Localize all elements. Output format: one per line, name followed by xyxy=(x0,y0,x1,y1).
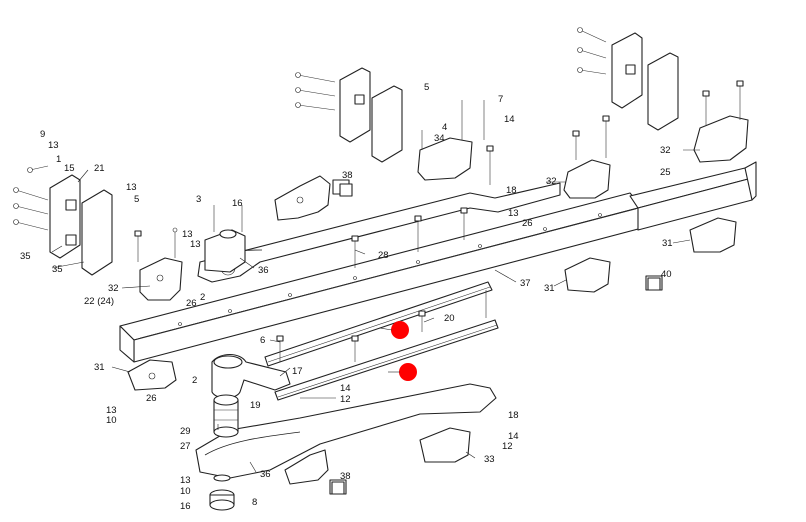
callout-label: 8 xyxy=(252,497,257,508)
callout-label: 31 xyxy=(94,362,105,373)
callout-label: 33 xyxy=(484,454,495,465)
callout-label: 7 xyxy=(498,94,503,105)
callout-label: 13 xyxy=(190,239,201,250)
right-top-bracket-group xyxy=(577,27,749,163)
red-markers xyxy=(391,321,417,381)
callout-label: 16 xyxy=(180,501,191,512)
left-plate-group xyxy=(13,165,113,276)
beam-holes xyxy=(178,213,602,326)
callout-label: 10 xyxy=(180,486,191,497)
callout-label: 12 xyxy=(502,441,513,452)
callout-label: 15 xyxy=(64,163,75,174)
part-number-boxes xyxy=(331,183,661,495)
lower-plates xyxy=(284,427,471,495)
red-marker-upper xyxy=(391,321,409,339)
callout-label: 38 xyxy=(340,471,351,482)
callout-label: 26 xyxy=(522,218,533,229)
callout-label: 32 xyxy=(546,176,557,187)
callout-label: 13 xyxy=(180,475,191,486)
callout-label: 1 xyxy=(56,154,61,165)
lower-left-bracket xyxy=(127,359,177,391)
callout-label: 18 xyxy=(508,410,519,421)
callout-label: 38 xyxy=(342,170,353,181)
callout-label: 36 xyxy=(260,469,271,480)
callout-label: 2 xyxy=(192,375,197,386)
callout-label: 29 xyxy=(180,426,191,437)
callout-label: 3 xyxy=(196,194,201,205)
plate-38-upper xyxy=(274,175,350,221)
equalizer-and-axle xyxy=(211,353,291,438)
callout-label: 37 xyxy=(520,278,531,289)
right-short-beam xyxy=(629,161,757,231)
callout-label: 26 xyxy=(146,393,157,404)
callout-label: 18 xyxy=(506,185,517,196)
callout-label: 32 xyxy=(108,283,119,294)
leader-lines xyxy=(51,149,700,473)
main-beam xyxy=(119,192,643,363)
callout-label: 17 xyxy=(292,366,303,377)
callout-label: 20 xyxy=(444,313,455,324)
callout-label: 9 xyxy=(40,129,45,140)
callout-label: 25 xyxy=(660,167,671,178)
bolts xyxy=(134,80,744,362)
callout-label: 13 xyxy=(126,182,137,193)
callout-label: 6 xyxy=(260,335,265,346)
red-marker-lower xyxy=(399,363,417,381)
callout-label: 31 xyxy=(544,283,555,294)
callout-label: 13 xyxy=(106,405,117,416)
callout-label: 32 xyxy=(660,145,671,156)
callout-label: 36 xyxy=(258,265,269,276)
callout-label: 27 xyxy=(180,441,191,452)
callout-label: 5 xyxy=(134,194,139,205)
callout-label: 35 xyxy=(20,251,31,262)
callout-label: 10 xyxy=(106,415,117,426)
callout-label: 19 xyxy=(250,400,261,411)
callout-label: 16 xyxy=(232,198,243,209)
lower-pivot-bearing xyxy=(209,474,235,511)
callout-label: 26 xyxy=(186,298,197,309)
middle-top-bracket-group xyxy=(295,67,485,181)
callout-label: 14 xyxy=(504,114,515,125)
callout-label: 14 xyxy=(508,431,519,442)
callout-labels: 9 13 15 1 21 13 5 35 35 3 16 13 13 36 32… xyxy=(20,82,673,512)
callout-label: 35 xyxy=(52,264,63,275)
front-bracket xyxy=(139,227,183,301)
callout-label: 12 xyxy=(340,394,351,405)
callout-label: 28 xyxy=(378,250,389,261)
callout-label: 13 xyxy=(508,208,519,219)
leaf-spring-assembly xyxy=(264,281,499,401)
callout-label: 13 xyxy=(182,229,193,240)
callout-label: 14 xyxy=(340,383,351,394)
callout-label: 22 (24) xyxy=(84,296,114,307)
callout-label: 40 xyxy=(661,269,672,280)
callout-label: 31 xyxy=(662,238,673,249)
callout-label: 5 xyxy=(424,82,429,93)
callout-label: 2 xyxy=(200,292,205,303)
callout-label: 4 xyxy=(442,122,447,133)
callout-label: 34 xyxy=(434,133,445,144)
hanger-bracket xyxy=(204,205,246,273)
mid-right-brackets xyxy=(563,159,737,293)
callout-label: 13 xyxy=(48,140,59,151)
callout-label: 21 xyxy=(94,163,105,174)
